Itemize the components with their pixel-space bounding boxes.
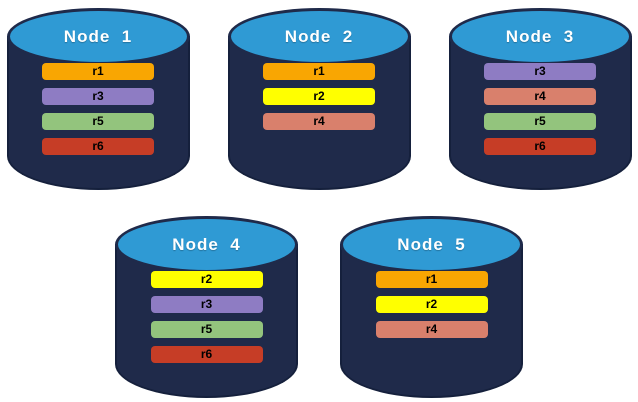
replica-list: r2 r3 r5 r6 xyxy=(150,271,263,363)
node-title: Node 4 xyxy=(172,234,241,254)
replica-bar-r3: r3 xyxy=(42,88,154,105)
replica-list: r1 r2 r4 xyxy=(263,63,375,130)
replica-bar-r6: r6 xyxy=(150,346,263,363)
cylinder-top: Node 5 xyxy=(340,216,523,273)
replica-bar-r5: r5 xyxy=(484,113,596,130)
cylinder-top: Node 3 xyxy=(448,8,632,65)
replica-list: r1 r3 r5 r6 xyxy=(42,63,154,155)
replica-bar-r4: r4 xyxy=(263,113,375,130)
cylinder-top: Node 1 xyxy=(6,8,190,65)
node-1-cylinder: Node 1 r1 r3 r5 r6 xyxy=(6,8,190,190)
replica-bar-r2: r2 xyxy=(263,88,375,105)
replica-bar-r1: r1 xyxy=(375,271,488,288)
node-title: Node 2 xyxy=(284,26,354,46)
replica-bar-r4: r4 xyxy=(375,321,488,338)
diagram-row-bottom: Node 4 r2 r3 r5 r6 Node 5 r1 r2 r4 xyxy=(0,190,638,398)
replica-bar-r5: r5 xyxy=(150,321,263,338)
replica-bar-r2: r2 xyxy=(375,296,488,313)
node-title: Node 3 xyxy=(505,26,575,46)
node-5-cylinder: Node 5 r1 r2 r4 xyxy=(340,216,523,398)
replica-bar-r6: r6 xyxy=(484,138,596,155)
replica-bar-r1: r1 xyxy=(42,63,154,80)
node-4-cylinder: Node 4 r2 r3 r5 r6 xyxy=(115,216,298,398)
replica-bar-r3: r3 xyxy=(150,296,263,313)
cylinder-top: Node 4 xyxy=(115,216,298,273)
replica-list: r3 r4 r5 r6 xyxy=(484,63,596,155)
cylinder-top: Node 2 xyxy=(227,8,411,65)
node-3-cylinder: Node 3 r3 r4 r5 r6 xyxy=(448,8,632,190)
node-title: Node 1 xyxy=(63,26,133,46)
replica-bar-r5: r5 xyxy=(42,113,154,130)
replica-bar-r6: r6 xyxy=(42,138,154,155)
node-title: Node 5 xyxy=(397,234,466,254)
replica-list: r1 r2 r4 xyxy=(375,271,488,338)
replica-bar-r2: r2 xyxy=(150,271,263,288)
node-2-cylinder: Node 2 r1 r2 r4 xyxy=(227,8,411,190)
replica-bar-r4: r4 xyxy=(484,88,596,105)
replica-bar-r3: r3 xyxy=(484,63,596,80)
replica-bar-r1: r1 xyxy=(263,63,375,80)
